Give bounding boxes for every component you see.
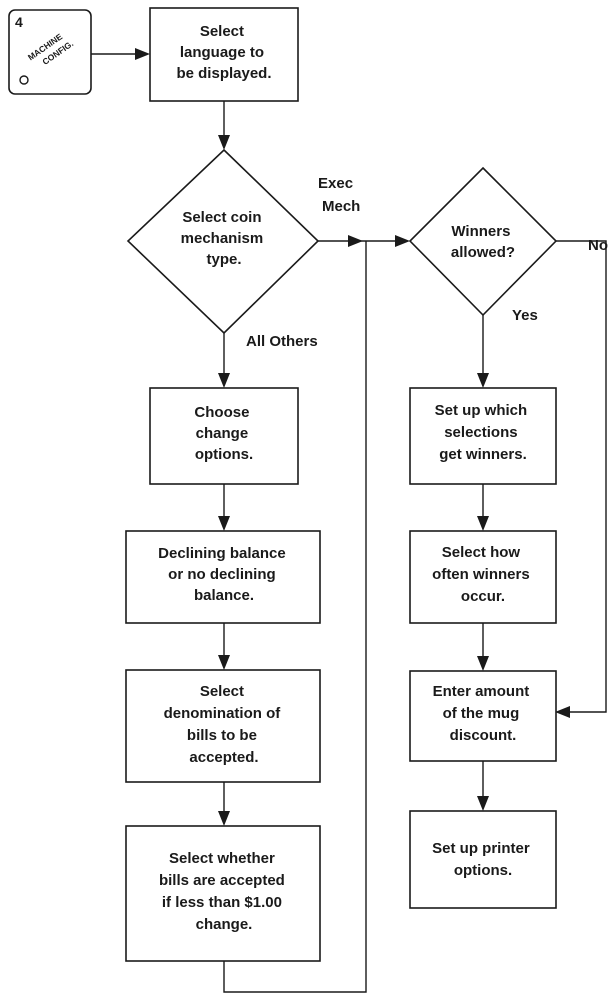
node-line: options. — [195, 446, 253, 463]
badge-frame — [8, 9, 92, 95]
arrow-head — [477, 656, 489, 671]
edge-label-yes: Yes — [512, 307, 538, 324]
node-declining-balance: Declining balance or no declining balanc… — [125, 530, 321, 624]
node-line: or no declining — [168, 566, 276, 583]
node-line: Select how — [442, 544, 521, 561]
node-line: Select whether — [169, 850, 275, 867]
badge-number: 4 — [15, 14, 23, 30]
node-choose-change-options: Choose change options. — [149, 387, 299, 485]
arrow-head — [218, 811, 230, 826]
arrow-head — [135, 48, 150, 60]
arrow-head — [477, 516, 489, 531]
node-line: of the mug — [443, 705, 520, 722]
node-setup-winners: Set up which selections get winners. — [409, 387, 557, 485]
svg-text:Select how often winners: Select how often winners occur. — [432, 544, 534, 605]
node-winners-allowed: Winners allowed? — [408, 166, 558, 317]
svg-text:Select coin mechanism: Select coin mechanism type. — [181, 209, 268, 268]
node-line: get winners. — [439, 446, 527, 463]
arrow-head — [395, 235, 410, 247]
node-line: Select — [200, 23, 244, 40]
svg-text:Winners allowed?: Winners allowed? — [451, 223, 515, 261]
svg-text:Select denomination of: Select denomination of bills to be accep… — [164, 683, 285, 766]
node-line: Set up printer — [432, 840, 530, 857]
node-select-denomination: Select denomination of bills to be accep… — [125, 669, 321, 783]
node-mug-discount: Enter amount of the mug discount. — [409, 670, 557, 762]
badge-circle-icon — [19, 75, 29, 85]
node-how-often-winners: Select how often winners occur. — [409, 530, 557, 624]
node-line: denomination of — [164, 705, 282, 722]
svg-text:Select whether bills are: Select whether bills are accepted if les… — [159, 850, 289, 933]
node-line: Enter amount — [433, 683, 530, 700]
node-line: accepted. — [189, 749, 258, 766]
edge-label-no: No — [588, 237, 608, 254]
svg-text:Select language to: Select language to be displayed. — [176, 23, 271, 82]
node-line: options. — [454, 862, 512, 879]
node-line: bills to be — [187, 727, 257, 744]
node-line: Choose — [194, 404, 249, 421]
svg-text:Declining balance or no: Declining balance or no declining balanc… — [158, 545, 290, 604]
node-select-coin-mechanism: Select coin mechanism type. — [126, 148, 320, 335]
machine-config-badge: 4 MACHINE CONFIG. — [8, 9, 92, 95]
node-line: type. — [206, 251, 241, 268]
no-branch-connector — [556, 240, 607, 713]
node-line: Winners — [451, 223, 510, 240]
node-select-language: Select language to be displayed. — [149, 7, 299, 102]
node-line: occur. — [461, 588, 505, 605]
edge-label-all-others: All Others — [246, 333, 318, 350]
node-line: change. — [196, 916, 253, 933]
svg-text:Set up which selections: Set up which selections get winners. — [435, 402, 532, 463]
edge-label-exec: Exec — [318, 175, 353, 192]
arrow-head — [218, 373, 230, 388]
svg-text:Set up printer options.: Set up printer options. — [432, 840, 534, 879]
node-select-whether-bills: Select whether bills are accepted if les… — [125, 825, 321, 962]
node-line: balance. — [194, 587, 254, 604]
node-line: selections — [444, 424, 517, 441]
node-line: Select coin — [182, 209, 261, 226]
node-line: if less than $1.00 — [162, 894, 282, 911]
node-line: allowed? — [451, 244, 515, 261]
svg-text:Choose change opti: Choose change options. — [194, 404, 253, 463]
node-line: language to — [180, 44, 264, 61]
arrow-head — [218, 655, 230, 670]
node-printer-options: Set up printer options. — [409, 810, 557, 909]
loop-back-connector — [223, 241, 367, 993]
arrow-head — [555, 706, 570, 718]
node-line: mechanism — [181, 230, 264, 247]
node-line: often winners — [432, 566, 530, 583]
edge-label-mech: Mech — [322, 198, 360, 215]
node-line: be displayed. — [176, 65, 271, 82]
connectors — [91, 48, 607, 993]
node-line: Declining balance — [158, 545, 286, 562]
arrow-head — [218, 135, 230, 150]
node-line: bills are accepted — [159, 872, 285, 889]
node-line: discount. — [450, 727, 517, 744]
node-line: Set up which — [435, 402, 528, 419]
arrow-head — [218, 516, 230, 531]
node-line: change — [196, 425, 249, 442]
arrow-head — [477, 373, 489, 388]
svg-text:Enter amount of the mug: Enter amount of the mug discount. — [433, 683, 534, 744]
arrow-head — [477, 796, 489, 811]
node-line: Select — [200, 683, 244, 700]
arrow-head — [348, 235, 363, 247]
